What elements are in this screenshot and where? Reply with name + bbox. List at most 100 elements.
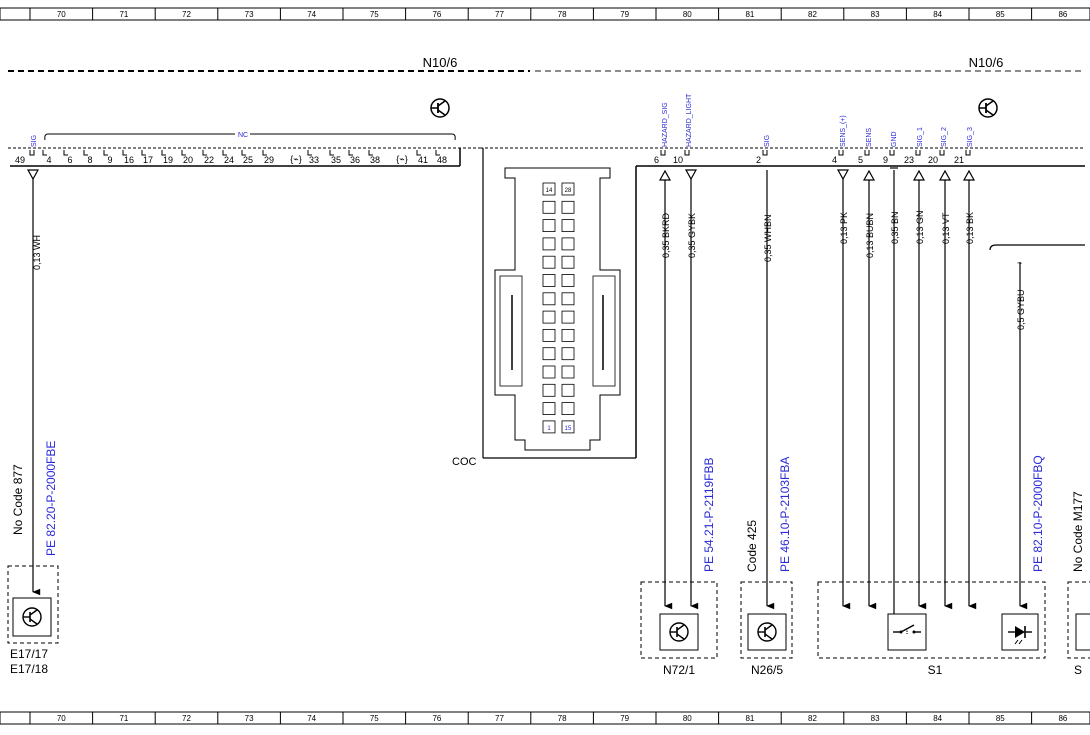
ruler-column-label: 77 [495, 714, 504, 723]
connector-cavity [561, 182, 575, 196]
wire-label: 0,13 BK [965, 212, 975, 244]
ruler-column-label: 74 [307, 10, 316, 19]
coc-pin-15: 15 [565, 426, 572, 432]
coc-pin-1: 1 [547, 426, 551, 432]
connector-signal-label: SIG_3 [967, 127, 974, 147]
coc-pin-14: 14 [546, 188, 553, 194]
pin-break-icon: {⌁} [290, 154, 301, 164]
component-n26: N26/5 [740, 581, 793, 677]
connector-pin-label: 21 [954, 155, 964, 165]
connector-cavity [542, 310, 556, 324]
connector-pin-label: 8 [87, 155, 92, 165]
wires: ~ [32, 170, 1085, 632]
wire-label: 0,13 WH [32, 235, 42, 270]
output-arrow-icon [836, 169, 850, 181]
output-arrow-icon [26, 169, 40, 181]
svg-text:~: ~ [1017, 258, 1022, 268]
connector-cavity [542, 420, 556, 434]
connector-cavity [561, 200, 575, 214]
connector-signal-label: HAZARD_SIG [662, 102, 669, 147]
ruler-column-label: 72 [182, 10, 191, 19]
ruler-column-label: 71 [119, 714, 128, 723]
no-code-877: No Code 877 [11, 464, 25, 535]
connector-view: COC 14 28 1 15 [452, 148, 636, 468]
connector-cavity [561, 237, 575, 251]
ruler-column-label: 76 [432, 10, 441, 19]
connector-pin-label: 38 [370, 155, 380, 165]
ruler-column-label: 79 [620, 714, 629, 723]
connector-pin-label: 6 [67, 155, 72, 165]
ruler-column-label: 85 [996, 714, 1005, 723]
pe-link-e17[interactable]: PE 82.20-P-2000FBE [44, 441, 58, 556]
connector-cavity [542, 200, 556, 214]
ruler-column-label: 70 [57, 10, 66, 19]
component-label: N72/1 [663, 663, 695, 677]
ruler-column-label: 86 [1058, 714, 1067, 723]
connector-signal-label: HAZARD_LIGHT [686, 93, 693, 147]
led-icon [1008, 626, 1032, 645]
wire-label: 0,35 BKRD [661, 212, 671, 258]
component-label: S1 [928, 663, 943, 677]
connector-cavity [561, 383, 575, 397]
connector-cavity [542, 347, 556, 361]
connector-signal-label: SENS_(+) [840, 115, 847, 147]
connector-signal-label: SIG_1 [917, 127, 924, 147]
pe-link-s1[interactable]: PE 82.10-P-2000FBQ [1031, 455, 1045, 572]
nc-label: NC [238, 132, 248, 139]
no-code-m177: No Code M177 [1071, 491, 1085, 572]
component-s1: S1 [817, 581, 1046, 677]
connector-pin-label: 19 [163, 155, 173, 165]
input-arrow-icon [962, 169, 976, 181]
input-arrow-icon [658, 169, 672, 181]
connector-pin-label: 36 [350, 155, 360, 165]
ruler-column-label: 85 [996, 10, 1005, 19]
ruler-column-label: 71 [119, 10, 128, 19]
ruler-column-label: 80 [683, 714, 692, 723]
control-unit-boundary: N10/6 N10/6 [8, 55, 1085, 72]
wire-label: 0,35 BN [890, 211, 900, 244]
pin-break-icon: {⌁} [396, 154, 407, 164]
component-label: N26/5 [751, 663, 783, 677]
connector-pin-label: 41 [418, 155, 428, 165]
connector-cavity [542, 237, 556, 251]
pe-link-n26[interactable]: PE 46.10-P-2103FBA [778, 457, 792, 572]
wire-label: 0,13 BUBN [865, 213, 875, 258]
connector-pin-label: 48 [437, 155, 447, 165]
connector-cavity [542, 255, 556, 269]
ruler-column-label: 78 [558, 714, 567, 723]
ruler-column-label: 81 [745, 10, 754, 19]
connector-pin-label: 2 [756, 155, 761, 165]
electronics-icon [669, 622, 689, 642]
pe-link-n72[interactable]: PE 54.21-P-2119FBB [702, 457, 716, 572]
connector-cavity [561, 402, 575, 416]
connector-pin-label: 22 [204, 155, 214, 165]
connector-cavity [561, 347, 575, 361]
lamp-icon [22, 607, 42, 627]
wire-label: 0,35 GYBK [687, 213, 697, 258]
connector-pin-label: 23 [904, 155, 914, 165]
connector-pin-label: 5 [858, 155, 863, 165]
connector-pin-label: 20 [183, 155, 193, 165]
connector-pin-label: 9 [883, 155, 888, 165]
ruler-column-label: 84 [933, 714, 942, 723]
ruler-column-label: 83 [871, 714, 880, 723]
component-label: E17/18 [10, 662, 48, 676]
ruler-column-label: 82 [808, 10, 817, 19]
ruler-column-label: 79 [620, 10, 629, 19]
connector-cavity [561, 255, 575, 269]
connector-cavity [542, 292, 556, 306]
pin-49-signal: SIG [31, 135, 38, 147]
component-e17: E17/17 E17/18 [7, 565, 59, 676]
component-label: S [1074, 663, 1082, 677]
connector-signal-label: SIG [764, 135, 771, 147]
electronics-icon [978, 98, 998, 118]
ruler-column-label: 81 [745, 714, 754, 723]
connector-cavity [561, 292, 575, 306]
connector-cavity [561, 274, 575, 287]
wire-label: 0,13 PK [839, 212, 849, 244]
connector-cavity [561, 310, 575, 324]
ruler-column-label: 86 [1058, 10, 1067, 19]
